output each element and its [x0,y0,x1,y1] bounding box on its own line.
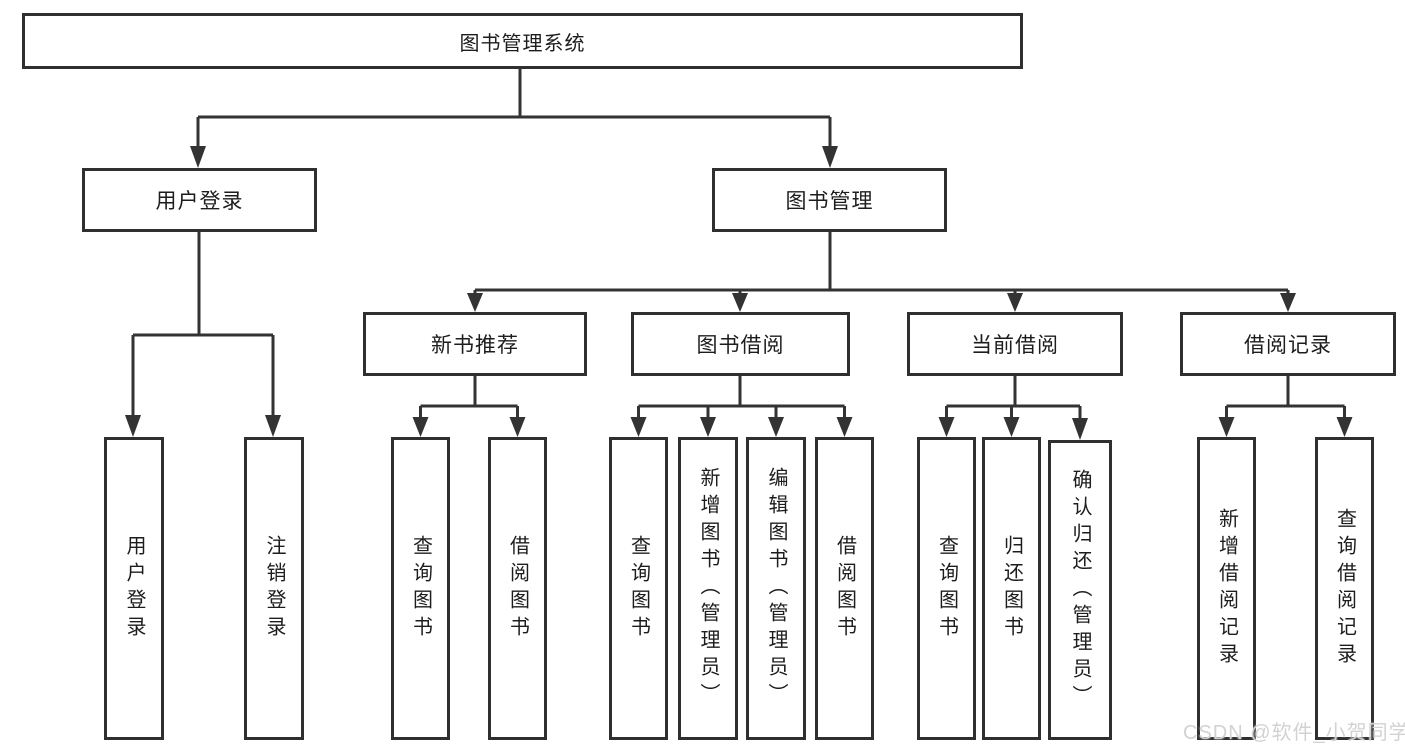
node-label: 归还图书 [1000,534,1023,643]
node-borrow-records: 借阅记录 [1180,312,1396,376]
node-leaf-add-borrow-record: 新增借阅记录 [1197,437,1256,740]
node-book-borrow: 图书借阅 [631,312,850,376]
node-leaf-query-borrow-record: 查询借阅记录 [1315,437,1374,740]
node-label: 查询图书 [935,534,958,643]
node-label: 查询图书 [409,534,432,643]
node-label: 查询借阅记录 [1333,507,1356,670]
node-book-management: 图书管理 [712,168,947,232]
node-current-borrow: 当前借阅 [907,312,1123,376]
node-label: 编辑图书（管理员） [765,467,787,710]
node-label: 借阅记录 [1244,334,1332,357]
node-leaf-return-books: 归还图书 [982,437,1041,740]
node-new-book-recommend: 新书推荐 [363,312,587,376]
node-label: 新增图书（管理员） [697,467,719,710]
node-leaf-edit-books-admin: 编辑图书（管理员） [746,437,806,740]
watermark: CSDN @软件_小贺同学 [1183,722,1405,744]
node-label: 当前借阅 [971,334,1059,357]
node-label: 查询图书 [627,534,650,643]
node-label: 图书借阅 [696,334,785,357]
node-leaf-borrow-books-1: 借阅图书 [488,437,547,740]
node-label: 图书管理 [785,190,874,213]
node-leaf-confirm-return-admin: 确认归还（管理员） [1048,440,1112,740]
node-leaf-query-books-1: 查询图书 [391,437,450,740]
node-label: 图书管理系统 [459,32,586,55]
node-leaf-query-books-3: 查询图书 [917,437,976,740]
node-label: 用户登录 [123,534,145,643]
node-label: 新增借阅记录 [1215,507,1238,670]
node-label: 注销登录 [263,534,285,643]
node-label: 确认归还（管理员） [1069,468,1091,712]
node-leaf-query-books-2: 查询图书 [609,437,668,740]
node-label: 借阅图书 [506,534,529,643]
node-label: 借阅图书 [833,534,856,643]
node-leaf-user-login: 用户登录 [104,437,164,740]
node-label: 新书推荐 [431,334,519,357]
node-leaf-borrow-books-2: 借阅图书 [815,437,874,740]
node-leaf-add-books-admin: 新增图书（管理员） [678,437,738,740]
node-label: 用户登录 [155,190,244,213]
node-user-login: 用户登录 [82,168,317,232]
node-root: 图书管理系统 [22,13,1023,69]
node-leaf-logout: 注销登录 [244,437,304,740]
